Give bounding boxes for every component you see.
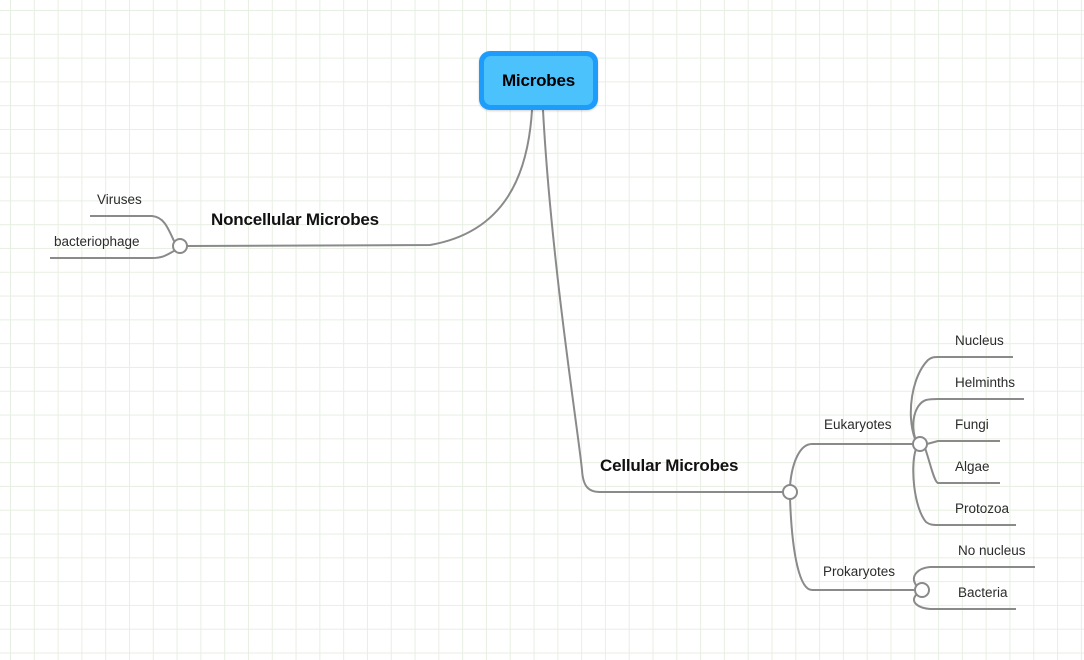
group-label-prokaryotes[interactable]: Prokaryotes bbox=[823, 564, 896, 579]
edge-eukaryotes-to-algae bbox=[924, 447, 939, 484]
noncellular-node-viruses[interactable]: Viruses bbox=[97, 192, 142, 207]
joint-noncellular[interactable] bbox=[172, 238, 188, 254]
edge-prokaryotes-to-bacteria bbox=[912, 594, 946, 611]
edge-noncellular-to-viruses bbox=[151, 215, 175, 242]
joint-cellular[interactable] bbox=[782, 484, 798, 500]
eukaryotes-node-algae[interactable]: Algae bbox=[955, 459, 990, 474]
edge-eukaryotes-to-helminths bbox=[912, 398, 939, 441]
noncellular-node-bacteriophage[interactable]: bacteriophage bbox=[54, 234, 140, 249]
leaf-underline-layer bbox=[50, 215, 1035, 610]
prokaryotes-node-no-nucleus[interactable]: No nucleus bbox=[958, 543, 1026, 558]
branch-label-noncellular[interactable]: Noncellular Microbes bbox=[211, 210, 379, 229]
edge-prokaryotes-to-no-nucleus bbox=[912, 566, 946, 586]
edge-cellular-to-eukaryotes bbox=[789, 443, 915, 487]
joint-layer bbox=[172, 238, 930, 598]
eukaryotes-node-fungi[interactable]: Fungi bbox=[955, 417, 989, 432]
eukaryotes-node-helminths[interactable]: Helminths bbox=[955, 375, 1016, 390]
root-node-inner: Microbes bbox=[484, 56, 593, 105]
prokaryotes-node-bacteria[interactable]: Bacteria bbox=[958, 585, 1008, 600]
edge-eukaryotes-to-fungi bbox=[926, 440, 939, 445]
eukaryotes-node-nucleus[interactable]: Nucleus bbox=[955, 333, 1004, 348]
group-label-eukaryotes[interactable]: Eukaryotes bbox=[824, 417, 892, 432]
edge-noncellular-to-bacteriophage bbox=[151, 250, 175, 259]
root-node[interactable]: Microbes bbox=[479, 51, 598, 110]
edge-eukaryotes-to-protozoa bbox=[912, 448, 939, 526]
root-node-label: Microbes bbox=[501, 70, 576, 90]
eukaryotes-node-protozoa[interactable]: Protozoa bbox=[955, 501, 1010, 516]
edge-eukaryotes-to-nucleus bbox=[909, 356, 939, 440]
edge-root-to-cellular bbox=[542, 109, 785, 493]
branch-label-cellular[interactable]: Cellular Microbes bbox=[600, 456, 739, 475]
joint-prokaryotes[interactable] bbox=[914, 582, 930, 598]
joint-eukaryotes[interactable] bbox=[912, 436, 928, 452]
